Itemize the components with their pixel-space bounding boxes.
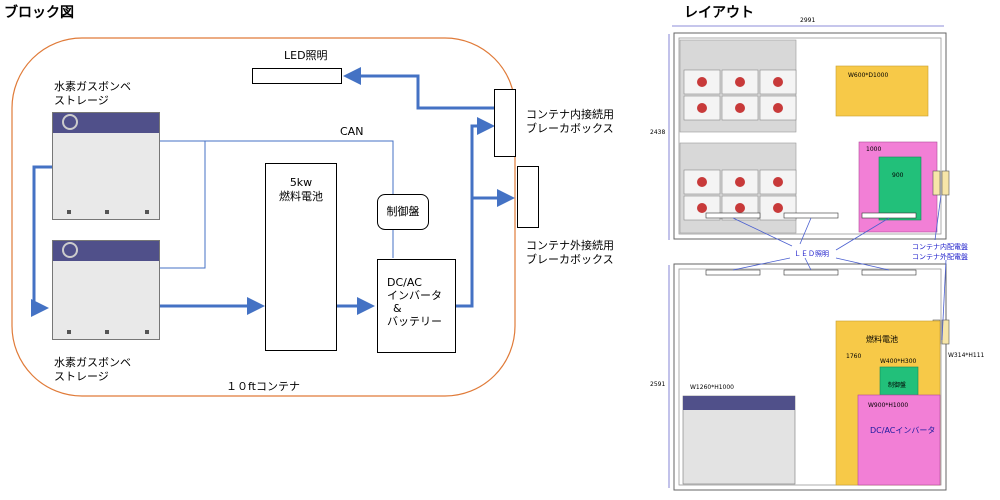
valve-icon [62, 242, 78, 258]
inverter-line1: DC/AC [387, 276, 422, 289]
panel-label-inner: コンテナ内配電盤 [912, 243, 968, 251]
yellow-cabinet-top [835, 65, 929, 117]
pink-cabinet-top-label: 1000 [866, 146, 882, 153]
tank-link-arrow [31, 165, 52, 317]
fuel-cell-box: 5kw 燃料電池 [265, 163, 337, 351]
breaker-out-label: コンテナ外接続用 ブレーカボックス [526, 239, 614, 267]
layout-heading: レイアウト [684, 5, 754, 21]
panel-top-1 [932, 170, 941, 196]
can-label: CAN [340, 125, 364, 138]
controller-cabinet-dim: W400*H300 [880, 358, 917, 365]
can-line-lower [160, 141, 206, 269]
breaker-in-box [494, 89, 516, 157]
inverter-line3: & [393, 302, 402, 315]
inverter-cabinet-label: DC/ACインバータ [870, 426, 936, 435]
tank-bottom-label-line2: ストレージ [54, 370, 109, 383]
fuel-cell-line1: 5kw [289, 176, 313, 189]
fuel-cell-cabinet-label: 燃料電池 [866, 335, 898, 344]
container-label: １０ftコンテナ [226, 380, 300, 393]
breaker-out-line2: ブレーカボックス [526, 253, 614, 266]
can-line [160, 140, 394, 194]
to-breaker-in-arrow [470, 117, 495, 198]
inverter-cabinet-dim: W900*H1000 [868, 402, 909, 409]
fuel-cell-line2: 燃料電池 [279, 190, 323, 203]
controller-cabinet [879, 366, 919, 396]
layout-tank-label: W1260*H1000 [690, 384, 734, 391]
valve-icon [62, 114, 78, 130]
yellow-cabinet-top-label: W600*D1000 [848, 72, 889, 79]
inverter-cabinet [857, 394, 941, 486]
inverter-to-breaker-out-arrow [456, 189, 515, 308]
hydrogen-tank-bottom [52, 240, 160, 340]
layout-led-label: ＬＥＤ照明 [794, 250, 829, 258]
breaker-out-box [517, 166, 539, 228]
panel-top-2 [941, 170, 950, 196]
inverter-line2: インバータ [387, 289, 442, 302]
breaker-in-label: コンテナ内接続用 ブレーカボックス [526, 108, 614, 136]
tank-top-label-line1: 水素ガスボンベ [54, 80, 131, 93]
breaker-to-led-arrow [343, 67, 494, 110]
depth-dimension-bottom: 2591 [650, 381, 666, 388]
layout-tank [682, 395, 796, 485]
controller-cabinet-label: 制御盤 [888, 382, 907, 389]
tank-bottom-label: 水素ガスボンベ ストレージ [54, 356, 131, 384]
tank-top-label-line2: ストレージ [54, 94, 109, 107]
inverter-line4: バッテリー [387, 315, 442, 328]
tank-top-label: 水素ガスボンベ ストレージ [54, 80, 131, 108]
panel-dimension: W314*H111 [948, 352, 985, 359]
breaker-in-line2: ブレーカボックス [526, 122, 614, 135]
tank-top-band [53, 241, 159, 261]
breaker-in-line1: コンテナ内接続用 [526, 108, 614, 121]
tank-bottom-label-line1: 水素ガスボンベ [54, 356, 131, 369]
green-cabinet-top [878, 156, 922, 221]
tank-top-band [53, 113, 159, 133]
block-diagram-heading: ブロック図 [4, 5, 74, 21]
hydrogen-tank-top [52, 112, 160, 220]
panel-label-outer: コンテナ外配電盤 [912, 253, 968, 261]
led-label: LED照明 [284, 49, 328, 62]
depth-dimension-top: 2438 [650, 129, 666, 136]
layout-panel-labels: コンテナ内配電盤 コンテナ外配電盤 [912, 242, 968, 262]
green-cabinet-top-label: 900 [892, 172, 904, 179]
height-dimension: 1760 [846, 353, 862, 360]
inverter-box: DC/AC インバータ & バッテリー [377, 259, 456, 353]
controller-label: 制御盤 [386, 205, 420, 218]
led-box [252, 68, 342, 84]
breaker-out-line1: コンテナ外接続用 [526, 239, 614, 252]
width-dimension: 2991 [800, 17, 816, 24]
controller-box: 制御盤 [377, 194, 429, 230]
container-outline [11, 37, 516, 397]
